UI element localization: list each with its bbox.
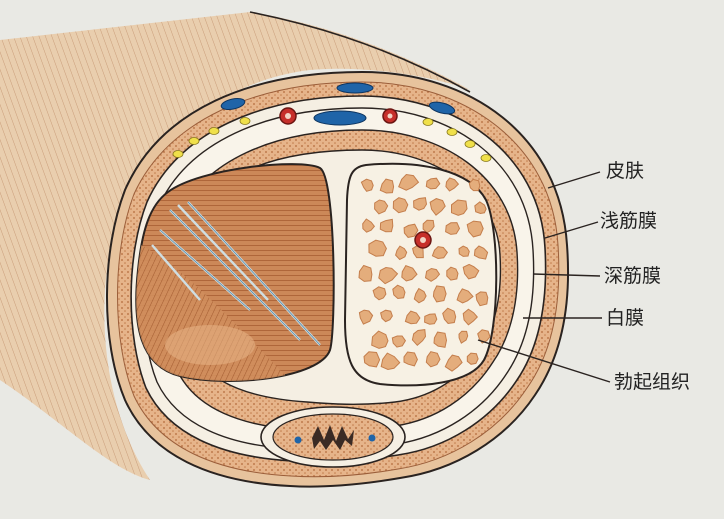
erectile-tissue-blob: [392, 197, 409, 214]
erectile-tissue-blob: [424, 313, 438, 325]
erectile-tissue-blob: [432, 285, 447, 303]
erectile-tissue-blob: [380, 352, 401, 371]
corpus-cavernosum-right: [343, 162, 498, 387]
erectile-tissue-blob: [475, 291, 489, 307]
erectile-tissue-blob: [392, 284, 406, 300]
label-skin: 皮肤: [606, 160, 644, 182]
corpus-cavernosum-left: [135, 163, 335, 382]
vein-icon: [336, 82, 374, 94]
erectile-tissue-blob: [468, 178, 481, 192]
erectile-tissue-blob: [458, 245, 470, 257]
erectile-tissue-blob: [466, 220, 484, 238]
vein-icon: [368, 434, 376, 442]
erectile-tissue-blob: [371, 330, 389, 349]
erectile-tissue-blob: [372, 286, 387, 301]
erectile-tissue-blob: [466, 352, 479, 365]
erectile-tissue-blob: [462, 263, 480, 280]
erectile-tissue-blob: [442, 307, 457, 325]
erectile-tissue-blob: [445, 222, 461, 235]
corpus-spongiosum: [260, 406, 406, 468]
vein-icon: [313, 110, 367, 126]
label-deep-fascia: 深筋膜: [604, 265, 661, 287]
erectile-tissue-blob: [403, 223, 419, 238]
dorsal-vessels: [172, 82, 492, 162]
erectile-tissue-blob: [429, 198, 446, 216]
erectile-tissue-blob: [362, 218, 376, 233]
erectile-tissue-blob: [380, 309, 393, 323]
erectile-tissue-blob: [474, 201, 487, 215]
vein-icon: [220, 98, 246, 110]
erectile-tissue-blob: [391, 335, 406, 348]
erectile-tissue-blob: [444, 354, 463, 372]
erectile-tissue-blob: [363, 351, 381, 368]
erectile-tissue-blob: [379, 218, 394, 233]
erectile-tissue-blob: [358, 309, 374, 325]
erectile-tissue-blob: [374, 199, 389, 215]
label-tunica-albuginea: 白膜: [606, 307, 644, 329]
nerve-icon: [172, 117, 492, 162]
erectile-tissue-blob: [413, 197, 428, 211]
erectile-tissue-blob: [458, 330, 469, 344]
erectile-tissue-blob: [422, 219, 435, 234]
erectile-tissue-blob: [462, 308, 478, 326]
erectile-tissue-blob: [477, 329, 491, 344]
erectile-tissue-blob: [403, 351, 418, 367]
erectile-tissue-blob: [358, 264, 373, 282]
erectile-tissue-blob: [379, 178, 395, 194]
erectile-tissue-blob: [401, 264, 418, 282]
vein-icon: [294, 436, 302, 444]
erectile-tissue-blob: [451, 199, 468, 216]
vein-icon: [428, 101, 456, 115]
erectile-tissue-blob: [473, 245, 489, 260]
erectile-tissue-blob: [378, 266, 399, 285]
erectile-tissue-blob: [398, 173, 420, 191]
erectile-tissue-blob: [425, 177, 441, 190]
erectile-tissue-blob: [446, 266, 459, 281]
erectile-tissue-blob: [445, 177, 460, 192]
erectile-tissue-blob: [413, 287, 427, 304]
erectile-tissue-blob: [411, 329, 427, 346]
erectile-tissue-blob: [433, 331, 448, 348]
erectile-tissue-blob: [368, 239, 387, 257]
erectile-tissue-blob: [424, 267, 441, 282]
label-erectile-tissue: 勃起组织: [614, 371, 690, 393]
label-superficial-fascia: 浅筋膜: [600, 210, 657, 232]
erectile-tissue-blob: [404, 310, 421, 325]
erectile-tissue-blob: [360, 178, 374, 192]
erectile-tissue-blob: [431, 246, 449, 260]
leader-lines: [477, 171, 611, 383]
erectile-tissue-blob: [425, 351, 441, 368]
erectile-tissue-blob: [456, 288, 474, 304]
erectile-tissue-blob: [395, 245, 408, 261]
skin-shaft: [0, 12, 470, 480]
